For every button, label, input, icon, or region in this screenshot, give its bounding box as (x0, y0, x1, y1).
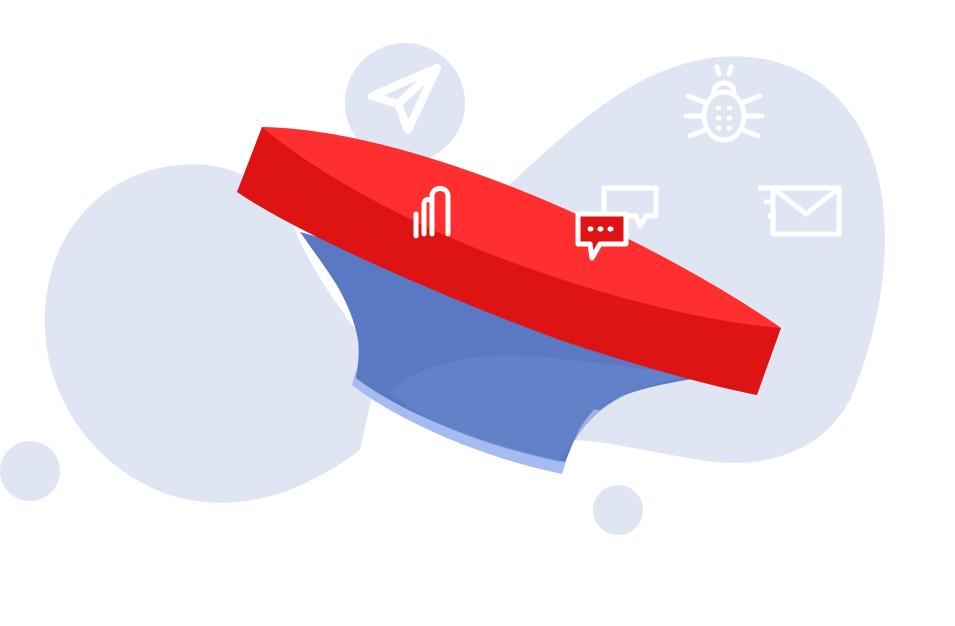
paper-plane-icon (368, 64, 441, 134)
background-bubble-small-left (0, 441, 60, 501)
background-blob-left (44, 164, 381, 503)
background-bubble-small-bottom (593, 485, 643, 535)
envelope-icon (758, 185, 842, 237)
lid-top (262, 127, 781, 328)
chat-bubbles-icon (575, 185, 659, 261)
paperclip-icon (413, 186, 451, 239)
funnel-shadow (390, 355, 690, 462)
bug-icon (683, 64, 765, 143)
filter-lid (237, 127, 781, 395)
filter-funnel (300, 232, 700, 474)
